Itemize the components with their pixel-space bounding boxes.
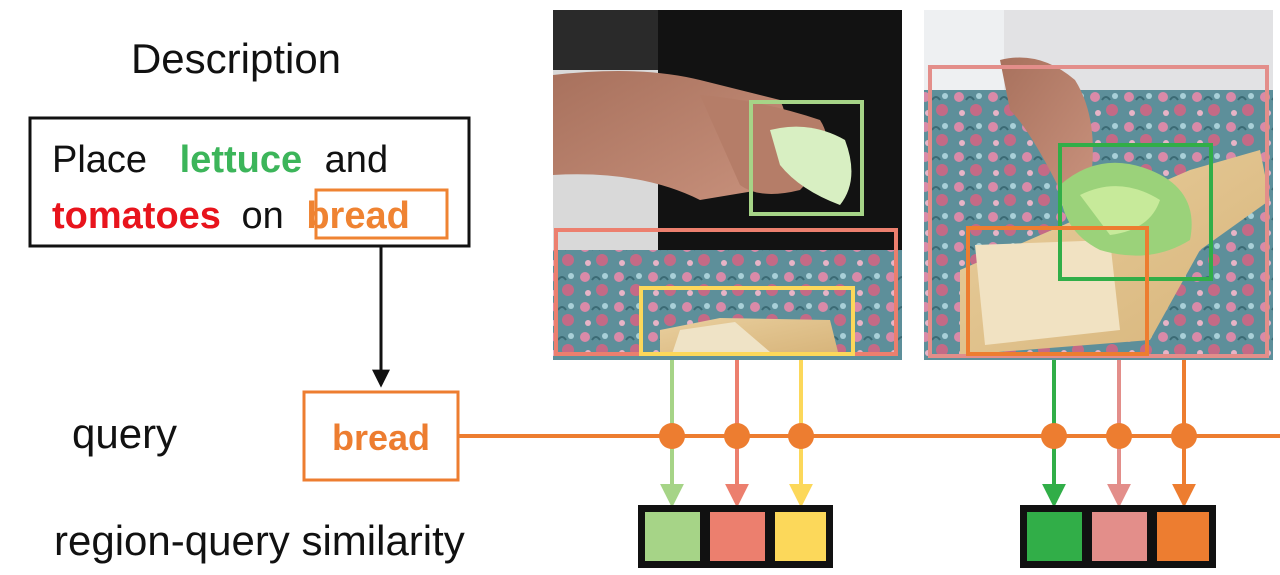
junction-dot <box>1106 423 1132 449</box>
word-lettuce: lettuce <box>180 139 302 181</box>
junction-dot <box>724 423 750 449</box>
video-frame-2 <box>924 10 1273 360</box>
bread-highlight-box <box>314 188 449 240</box>
description-line-1: Place lettuce and <box>52 139 388 181</box>
query-label: query <box>72 410 177 457</box>
similarity-row-2 <box>1020 505 1216 568</box>
word-on: on <box>241 195 283 237</box>
frame-1-box-lettuce <box>749 100 864 216</box>
query-word: bread <box>332 417 430 458</box>
similarity-cell-cloth <box>1092 512 1147 561</box>
junction-dot <box>1041 423 1067 449</box>
similarity-row-1 <box>638 505 833 568</box>
junction-dot <box>788 423 814 449</box>
similarity-cell-bread <box>1157 512 1209 561</box>
similarity-cell-board <box>775 512 826 561</box>
word-tomatoes: tomatoes <box>52 195 221 237</box>
video-frame-1 <box>553 10 902 360</box>
word-place: Place <box>52 139 147 181</box>
frame-1-box-board <box>639 286 855 356</box>
frame-2-box-bread <box>966 226 1149 356</box>
description-box <box>28 116 471 248</box>
query-box <box>302 390 460 482</box>
frame-2-box-lettuce <box>1058 143 1213 281</box>
description-title: Description <box>131 35 341 82</box>
junction-dot <box>659 423 685 449</box>
word-bread: bread <box>306 195 409 237</box>
similarity-label: region-query similarity <box>54 517 465 564</box>
similarity-cell-cloth <box>710 512 765 561</box>
similarity-cell-lettuce <box>645 512 700 561</box>
similarity-cell-lettuce <box>1027 512 1082 561</box>
junction-dot <box>1171 423 1197 449</box>
word-and: and <box>325 139 388 181</box>
description-line-2: tomatoes on bread <box>52 195 410 237</box>
